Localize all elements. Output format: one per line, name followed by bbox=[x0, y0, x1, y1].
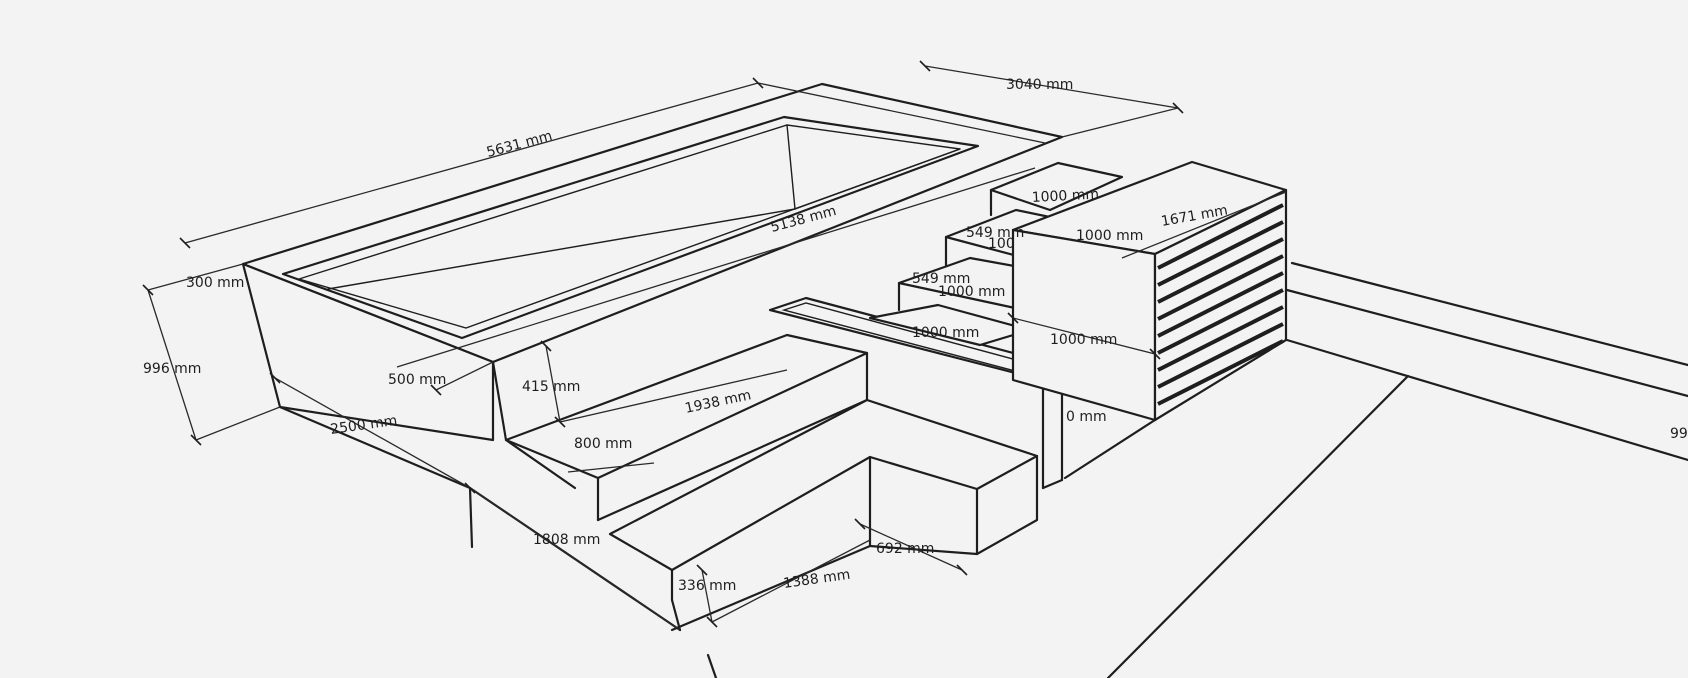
label-415: 415 mm bbox=[522, 379, 580, 395]
label-1000-c: 1000 mm bbox=[912, 325, 979, 341]
label-stair-tread-1: 1000 mm bbox=[1031, 186, 1099, 206]
label-5631: 5631 mm bbox=[485, 128, 554, 161]
label-800: 800 mm bbox=[574, 436, 632, 452]
label-3040: 3040 mm bbox=[1006, 77, 1073, 93]
label-box-height: 1000 mm bbox=[1050, 332, 1117, 348]
label-300: 300 mm bbox=[186, 275, 244, 291]
label-996: 996 mm bbox=[143, 361, 201, 377]
label-edge-99: 99 bbox=[1670, 426, 1688, 442]
lower-bench bbox=[608, 398, 1039, 632]
ground-lines bbox=[706, 261, 1688, 678]
label-336: 336 mm bbox=[678, 578, 736, 594]
label-692: 692 mm bbox=[876, 541, 934, 557]
label-1808: 1808 mm bbox=[533, 532, 600, 548]
tick-marks bbox=[142, 60, 1184, 628]
dimension-lines bbox=[147, 65, 1287, 631]
pool-block bbox=[241, 82, 1064, 632]
label-1388: 1388 mm bbox=[782, 567, 851, 592]
upper-bench bbox=[504, 333, 869, 522]
equipment-box bbox=[1011, 160, 1288, 422]
label-100-clipped: 100 bbox=[988, 236, 1015, 252]
label-1000-b: 1000 mm bbox=[938, 284, 1005, 300]
label-500: 500 mm bbox=[388, 372, 446, 388]
label-549-b: 549 mm bbox=[912, 271, 970, 287]
label-stair-width-1: 1000 mm bbox=[1076, 228, 1143, 244]
label-549-a: 549 mm bbox=[966, 225, 1024, 241]
label-hidden: 0 mm bbox=[1066, 409, 1107, 425]
